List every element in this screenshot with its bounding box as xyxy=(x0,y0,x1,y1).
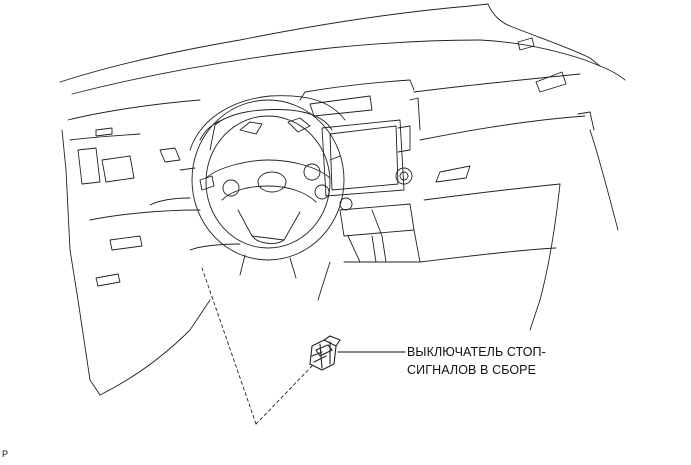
instrument-cluster xyxy=(189,95,346,151)
page-marker: P xyxy=(2,449,9,459)
callout-line-1: ВЫКЛЮЧАТЕЛЬ СТОП- xyxy=(407,345,546,359)
stop-light-switch xyxy=(309,335,341,371)
steering-wheel xyxy=(191,99,345,261)
floor-area xyxy=(317,261,331,301)
callout-line-2: СИГНАЛОВ В СБОРЕ xyxy=(407,363,537,377)
stop-light-switch-label: ВЫКЛЮЧАТЕЛЬ СТОП- СИГНАЛОВ В СБОРЕ xyxy=(407,343,546,379)
dashboard-left-section xyxy=(61,99,211,396)
dashboard-top-outline xyxy=(59,3,626,95)
dashboard-right-section xyxy=(413,37,619,331)
center-stack xyxy=(299,79,421,263)
steering-column xyxy=(179,167,297,279)
leader-lines xyxy=(201,267,313,425)
